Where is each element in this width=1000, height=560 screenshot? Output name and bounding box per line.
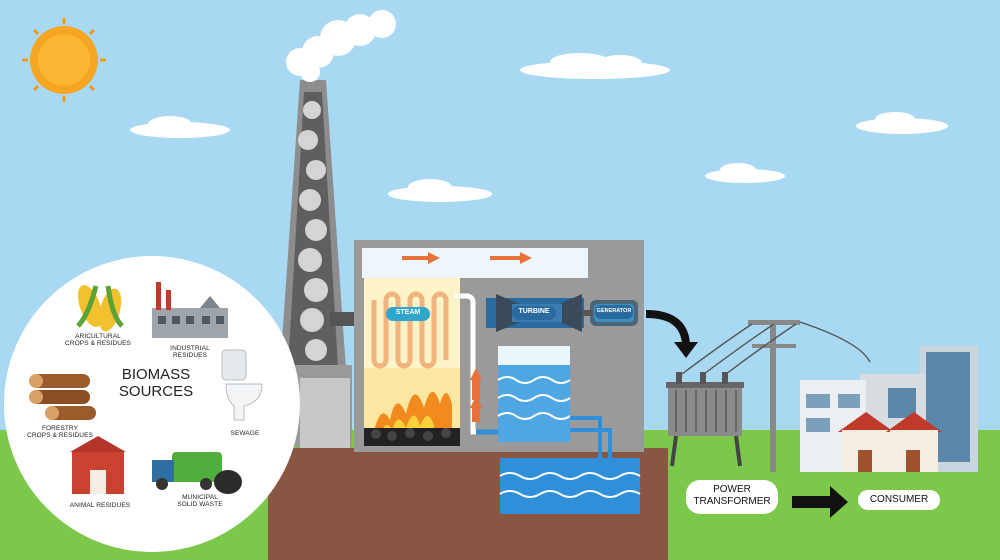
- transformer-label-box: [686, 480, 778, 514]
- turbine-tag: [512, 306, 556, 320]
- turbine-label: TURBINE: [518, 308, 550, 315]
- barn-icon: [70, 436, 126, 494]
- municipal-label-line1: MUNICIPAL: [182, 494, 218, 501]
- sun-icon: [22, 18, 106, 102]
- steam-pipe: [455, 293, 495, 435]
- city-buildings: [800, 346, 978, 472]
- water-reservoir: [499, 458, 641, 514]
- municipal-label-line2: SOLID WASTE: [177, 501, 223, 509]
- logs-icon: [29, 374, 96, 420]
- industrial-label-line2: RESIDUES: [172, 352, 208, 360]
- agricultural-label: ARICULTURAL CROPS & RESIDUES: [58, 333, 138, 348]
- steam-label: STEAM: [395, 309, 421, 316]
- flow-arrows: [402, 252, 532, 422]
- generator-tag: [595, 305, 633, 319]
- toilet-icon: [221, 349, 263, 421]
- power-arrow-icon: [645, 310, 690, 345]
- steam-tag: [386, 307, 430, 321]
- forestry-label-line1: FORESTRY: [41, 425, 79, 432]
- factory-icon: [152, 282, 228, 338]
- flue-pipe: [330, 312, 360, 326]
- generator-label: GENERATOR: [596, 308, 632, 314]
- industrial-label-line1: INDUSTRIAL: [170, 345, 210, 352]
- sewage-label: SEWAGE: [230, 430, 260, 437]
- transformer-icon: [666, 372, 744, 467]
- cloud-icon: [130, 53, 948, 202]
- smoke: [286, 10, 396, 82]
- transformer-label-line2: TRANSFORMER: [693, 495, 771, 507]
- utility-pole: [681, 320, 871, 472]
- transformer-label: POWER TRANSFORMER: [686, 484, 778, 507]
- biomass-title-line2: SOURCES: [118, 383, 194, 401]
- consumer-label-box: [858, 490, 940, 510]
- biomass-title-line1: BIOMASS: [121, 366, 191, 383]
- forestry-label: FORESTRY CROPS & RESIDUES: [18, 425, 102, 440]
- power-arrow-head: [674, 342, 698, 358]
- shaft: [582, 310, 592, 316]
- consumer-arrow-icon: [792, 486, 848, 518]
- animal-label: ANIMAL RESIDUES: [69, 502, 131, 509]
- consumer-label: CONSUMER: [869, 494, 929, 505]
- cooling-pipe: [570, 416, 612, 462]
- forestry-label-line2: CROPS & RESIDUES: [27, 432, 93, 440]
- corn-icon: [76, 285, 124, 332]
- agricultural-label-line2: CROPS & RESIDUES: [65, 340, 131, 348]
- boiler: [364, 278, 460, 446]
- industrial-label: INDUSTRIAL RESIDUES: [150, 345, 230, 360]
- biomass-title: BIOMASS SOURCES: [104, 366, 208, 401]
- agricultural-label-line1: ARICULTURAL: [75, 333, 121, 340]
- municipal-label: MUNICIPAL SOLID WASTE: [160, 494, 240, 509]
- garbage-truck-icon: [152, 452, 242, 494]
- smoke-column: [298, 101, 328, 361]
- condenser: [497, 346, 571, 442]
- transformer-label-line1: POWER: [713, 484, 751, 495]
